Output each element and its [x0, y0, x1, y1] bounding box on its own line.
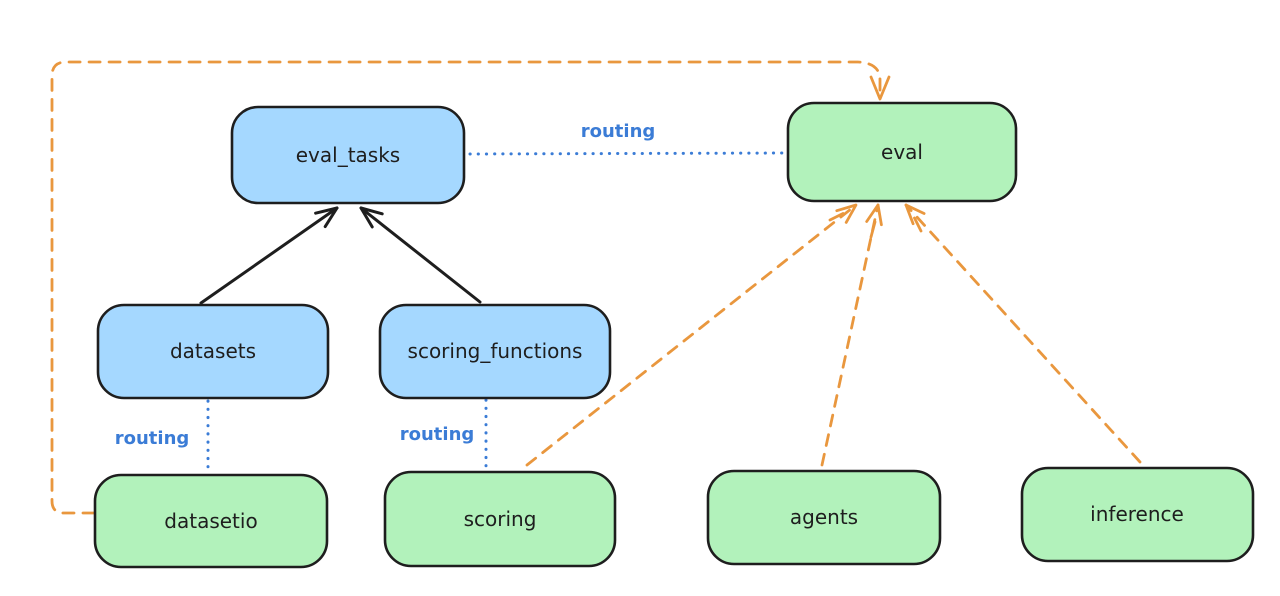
node-datasets-label: datasets	[170, 339, 256, 363]
node-inference-label: inference	[1090, 502, 1184, 526]
node-datasets: datasets	[96, 303, 330, 400]
node-agents-label: agents	[790, 505, 858, 529]
edge-scoring-functions-to-eval-tasks	[359, 206, 482, 304]
edge-eval-tasks-to-eval-dotted	[468, 151, 787, 156]
node-scoring-functions: scoring_functions	[378, 303, 612, 400]
node-scoring-label: scoring	[464, 507, 537, 531]
node-agents: agents	[706, 469, 942, 566]
node-scoring-functions-label: scoring_functions	[408, 339, 583, 363]
arrowhead-inference-to-eval-inner	[913, 216, 923, 233]
edge-datasetio-to-eval-dashed	[50, 60, 882, 515]
node-datasetio-box	[93, 473, 329, 569]
node-eval-box	[786, 101, 1018, 203]
arrowhead-datasetio-to-eval	[869, 75, 891, 101]
arrowhead-scoring-to-eval-inner	[828, 212, 845, 222]
arrowhead-scoring-functions-to-eval-tasks	[359, 206, 384, 229]
arrowhead-datasets-to-eval-tasks	[314, 206, 339, 229]
node-inference-box	[1020, 466, 1255, 563]
node-datasetio-label: datasetio	[164, 509, 257, 533]
edge-datasets-to-eval-tasks	[199, 206, 339, 305]
node-scoring-functions-box	[378, 303, 612, 400]
edge-agents-to-eval-dashed	[820, 203, 880, 467]
node-datasetio: datasetio	[93, 473, 329, 569]
node-eval-tasks: eval_tasks	[230, 105, 466, 205]
node-inference: inference	[1020, 466, 1255, 563]
routing-label-eval-tasks-eval: routing	[581, 121, 656, 142]
edge-scoring-to-eval-dashed	[525, 203, 858, 467]
arrowhead-scoring-to-eval	[835, 203, 858, 224]
node-eval-tasks-box	[230, 105, 466, 205]
node-scoring-box	[383, 470, 617, 568]
node-eval-tasks-label: eval_tasks	[296, 143, 400, 167]
node-eval: eval	[786, 101, 1018, 203]
routing-label-datasets-datasetio: routing	[115, 428, 190, 449]
edge-inference-to-eval-dashed	[904, 203, 1142, 464]
arrowhead-inference-to-eval	[904, 203, 926, 226]
node-agents-box	[706, 469, 942, 566]
node-scoring: scoring	[383, 470, 617, 568]
routing-label-scoring-functions-scoring: routing	[400, 424, 475, 445]
arrowhead-agents-to-eval-inner	[869, 220, 877, 239]
node-datasets-box	[96, 303, 330, 400]
arrowhead-agents-to-eval	[865, 203, 883, 227]
node-eval-label: eval	[881, 140, 923, 164]
